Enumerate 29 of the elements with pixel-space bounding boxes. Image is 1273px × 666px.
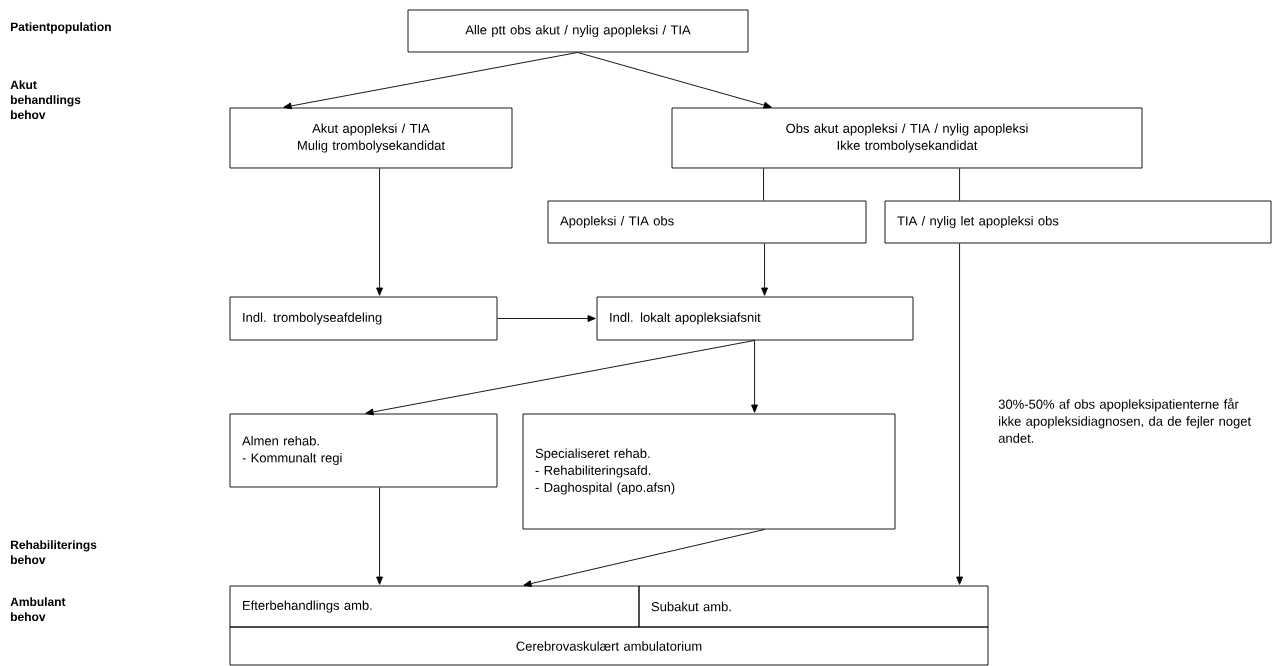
arrow [376,168,383,296]
arrow [376,487,383,585]
row-heading: Patientpopulation [11,22,111,34]
process-box: Cerebrovaskulært ambulatorium [229,626,989,666]
process-box: Indl. trombolyseafdeling [229,296,498,341]
arrow [523,529,765,587]
arrow [751,340,758,413]
arrow [365,340,755,416]
connector-line [763,168,764,201]
process-box: Alle ptt obs akut / nylig apopleksi / TIA [407,9,749,53]
row-heading: Akut behandlings behov [10,80,81,119]
row-heading: Rehabiliterings behov [11,540,97,564]
arrow [283,52,578,110]
process-box: Obs akut apopleksi / TIA / nylig apopleksi Ikke trombolysekandidat [671,107,1143,169]
arrow [956,243,963,585]
process-box: Apopleksi / TIA obs [547,200,867,244]
process-box: Indl. lokalt apopleksiafsnit [596,296,914,341]
process-box: Efterbehandlings amb. [229,585,640,628]
row-heading: Ambulant behov [10,597,66,621]
process-box: Subakut amb. [638,585,989,628]
connector-line [959,168,960,201]
process-box: Akut apopleksi / TIA Mulig trombolysekandidat [229,107,513,169]
process-box: Specialiseret rehab. - Rehabiliteringsafd. - Daghospital (apo.afsn) [522,413,896,530]
process-box: Almen rehab. - Kommunalt regi [229,413,498,488]
arrow [577,52,772,109]
note-text: 30%-50% af obs apopleksipatienterne får ikke apopleksidiagnosen, da de fejler noget andet. [998,398,1251,443]
arrow [497,315,596,322]
arrow [761,243,768,296]
process-box: TIA / nylig let apopleksi obs [884,200,1272,244]
